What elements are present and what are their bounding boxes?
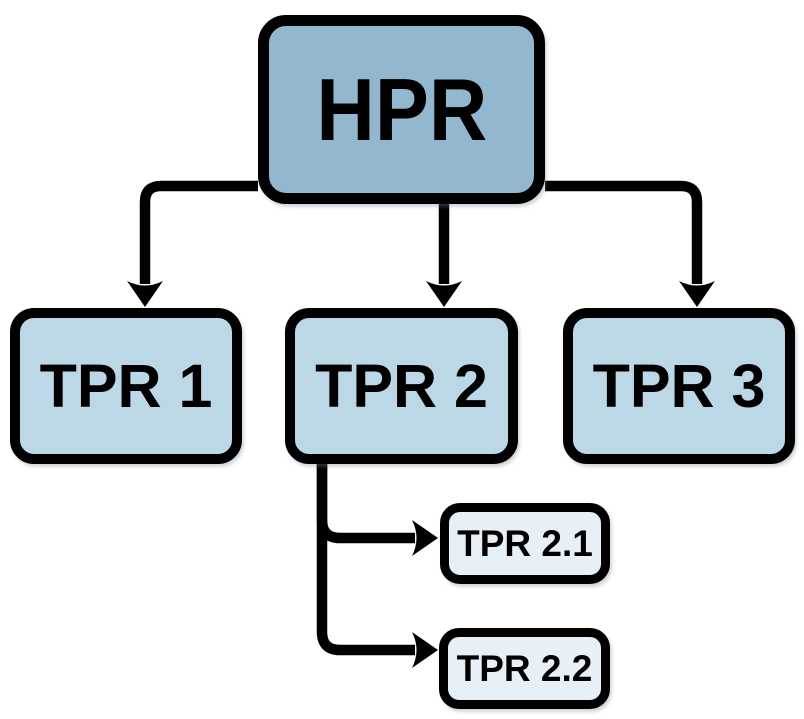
node-label: TPR 1 xyxy=(39,351,213,420)
node-tpr2-2: TPR 2.2 xyxy=(439,628,610,709)
node-label: TPR 3 xyxy=(592,351,766,420)
connector-tpr2-tpr22-line xyxy=(316,460,415,656)
node-tpr1: TPR 1 xyxy=(10,308,242,464)
connector-tpr2-tpr22-arrowhead xyxy=(412,632,438,668)
node-label: TPR 2.2 xyxy=(456,648,593,689)
node-hpr: HPR xyxy=(258,15,545,204)
connector-hpr-tpr2-arrowhead xyxy=(426,281,462,307)
node-label: HPR xyxy=(316,59,487,159)
connector-hpr-tpr1-line xyxy=(139,180,258,284)
connector-tpr2-tpr21-arrowhead xyxy=(412,520,438,556)
node-label: TPR 2.1 xyxy=(457,523,593,564)
node-label: TPR 2 xyxy=(315,351,488,420)
node-tpr2-1: TPR 2.1 xyxy=(440,503,610,584)
connector-tpr2-tpr21-line xyxy=(316,460,415,544)
connector-hpr-tpr1-arrowhead xyxy=(127,281,163,307)
node-tpr3: TPR 3 xyxy=(563,308,795,464)
connector-hpr-tpr3-arrowhead xyxy=(679,281,715,307)
node-tpr2: TPR 2 xyxy=(285,308,518,464)
connector-hpr-tpr3-line xyxy=(545,180,703,284)
